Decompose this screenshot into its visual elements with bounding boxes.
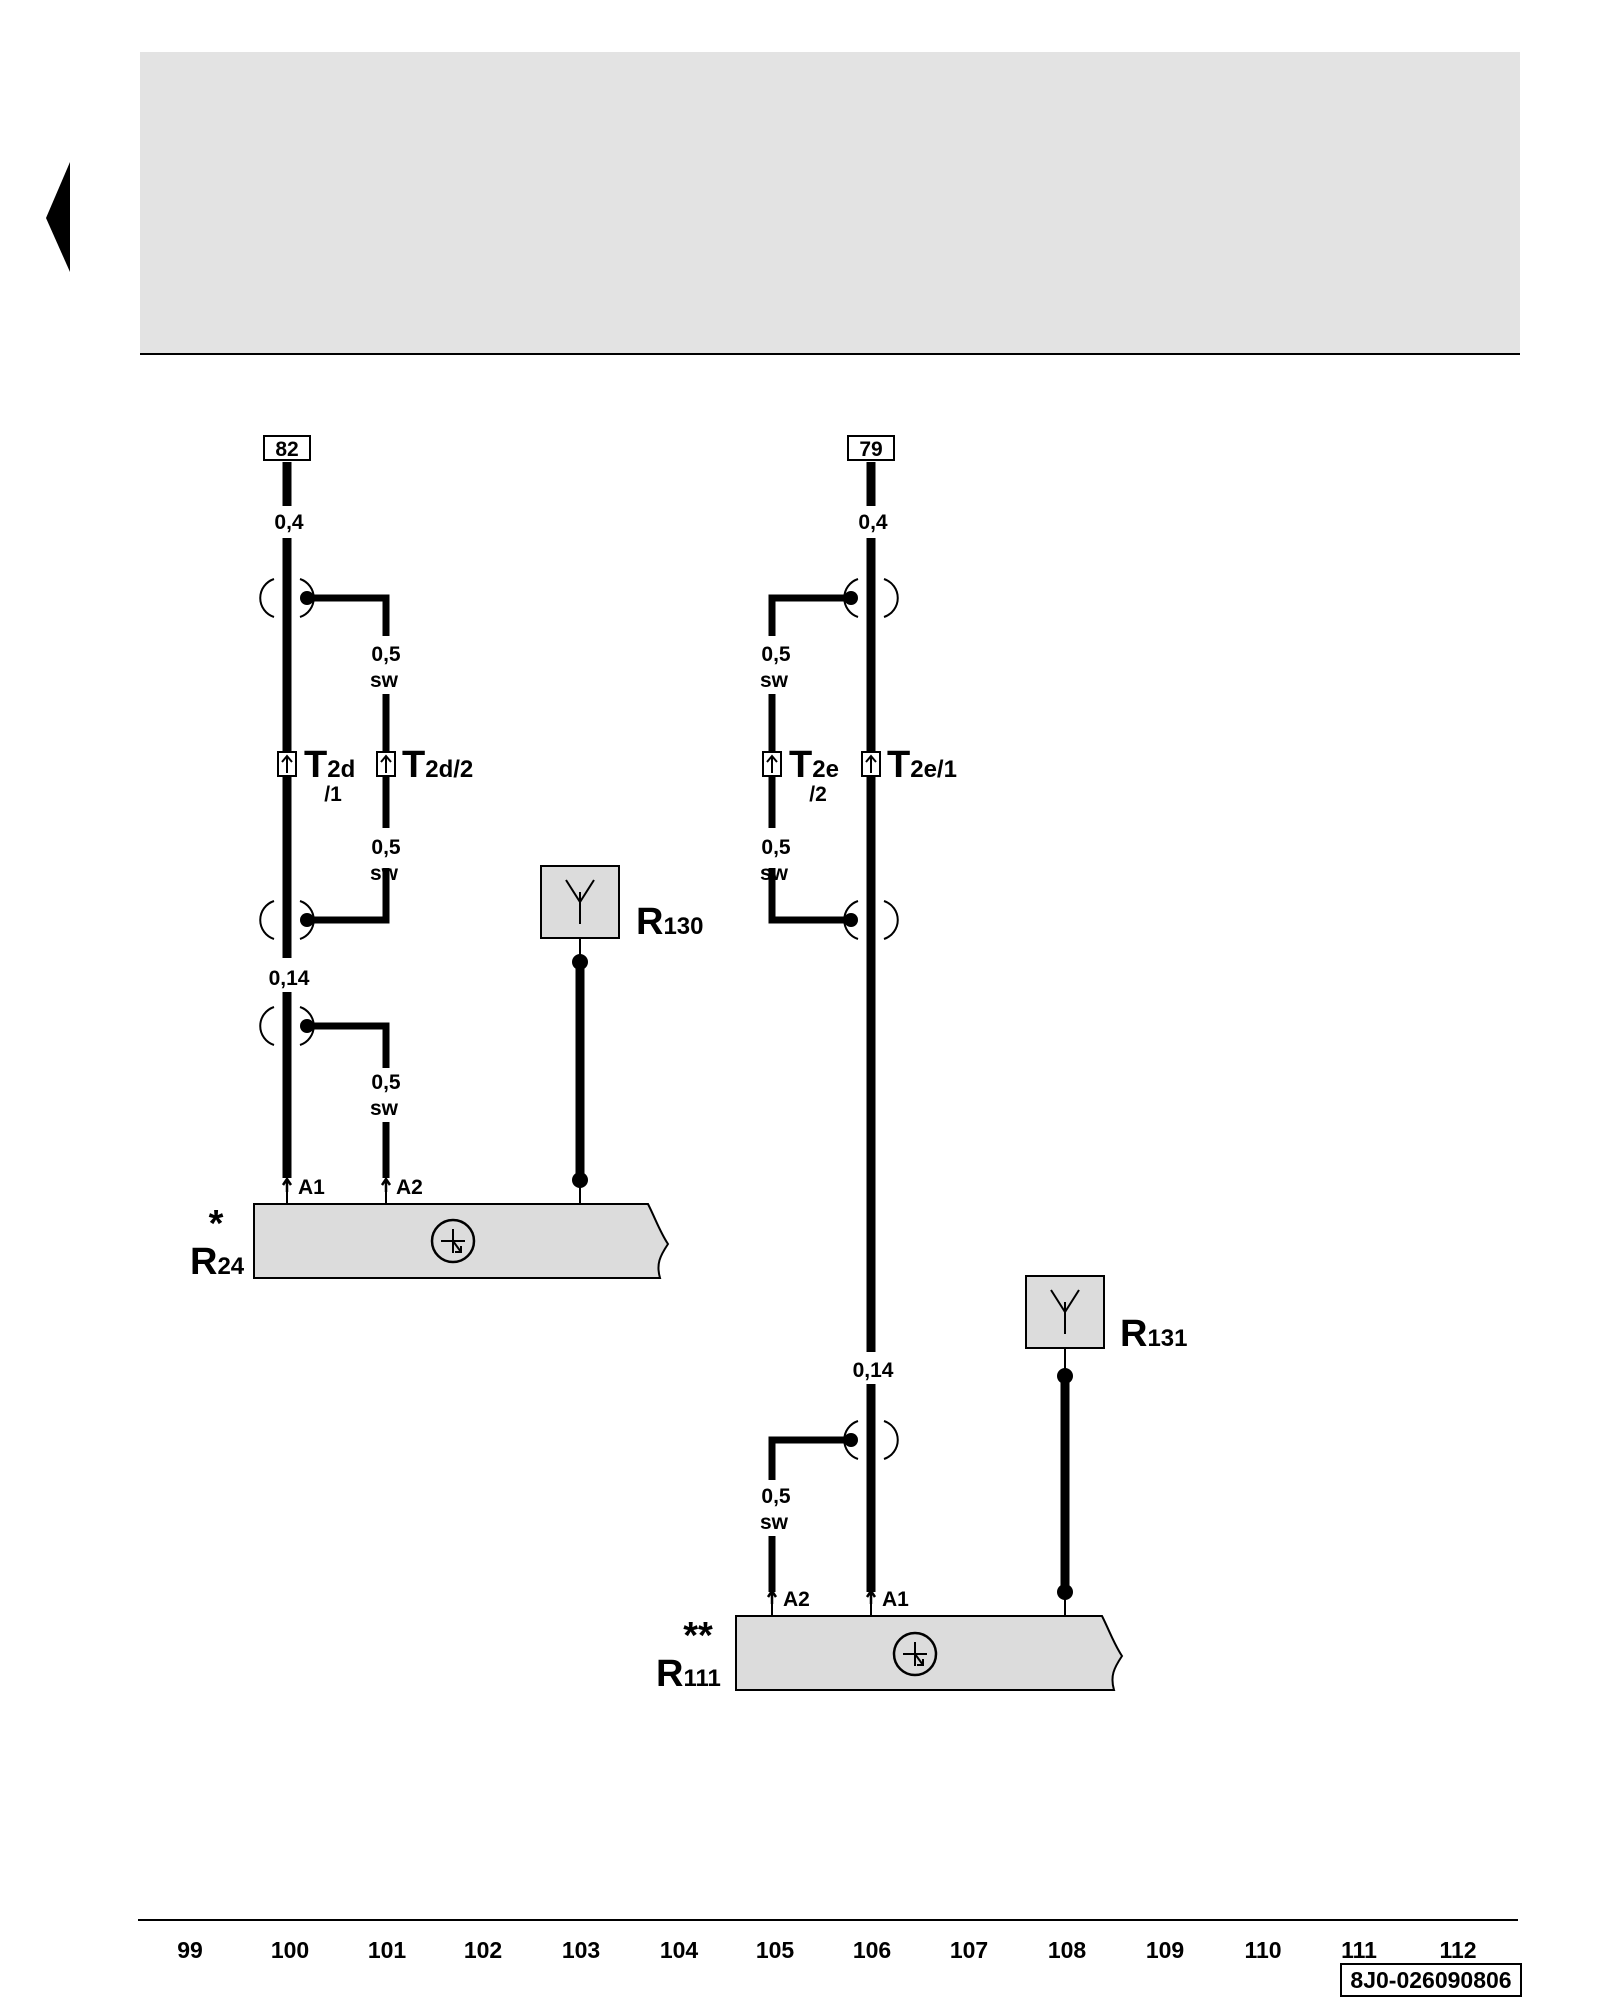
junction-dot xyxy=(300,913,314,927)
gauge-shield-right-3: 0,5 xyxy=(761,1485,791,1508)
connector-pin-icon[interactable] xyxy=(277,751,297,777)
connector-pin-icon[interactable] xyxy=(766,1589,778,1606)
component-r111-star: ** xyxy=(683,1615,713,1657)
component-r24-star: * xyxy=(209,1203,224,1245)
color-shield-right-3: sw xyxy=(760,1511,789,1534)
column-number: 103 xyxy=(562,1937,600,1963)
gauge-shield-left-1: 0,5 xyxy=(371,643,401,666)
module-symbol-icon xyxy=(892,1631,938,1677)
doc-number-box: 8J0-026090806 xyxy=(1340,1963,1522,1997)
shield-wire-right-3 xyxy=(768,1436,851,1480)
junction-dot xyxy=(300,1019,314,1033)
pin-a1-right: A1 xyxy=(882,1588,909,1611)
gauge-shield-left-2: 0,5 xyxy=(371,836,401,859)
color-shield-left-3: sw xyxy=(370,1097,399,1120)
shield-wire-left-1 xyxy=(307,594,390,636)
ref-box-left[interactable]: 82 xyxy=(263,435,311,461)
connector-t2e2-label: T2e xyxy=(789,744,839,786)
column-number: 101 xyxy=(368,1937,407,1963)
junction-dot xyxy=(844,591,858,605)
component-r111-label: R111 xyxy=(656,1653,721,1695)
connector-pin-icon[interactable] xyxy=(380,1177,392,1194)
pin-a2-right: A2 xyxy=(783,1588,810,1611)
junction-dot xyxy=(844,1433,858,1447)
module-symbol-icon xyxy=(430,1218,476,1264)
ref-number-right: 79 xyxy=(859,438,882,461)
column-number: 110 xyxy=(1244,1937,1281,1963)
module-r111[interactable] xyxy=(735,1615,1124,1691)
triangle-left-icon[interactable] xyxy=(46,162,70,272)
junction-dot xyxy=(844,913,858,927)
column-number: 104 xyxy=(660,1937,699,1963)
connector-t2e2-sub: /2 xyxy=(809,783,827,806)
connector-t2d2-label: T2d/2 xyxy=(402,744,473,786)
connector-pin-icon[interactable] xyxy=(376,751,396,777)
column-number: 107 xyxy=(950,1937,988,1963)
gauge-shield-right-1: 0,5 xyxy=(761,643,791,666)
shield-wire-right-2 xyxy=(768,868,851,924)
column-number: 105 xyxy=(756,1937,795,1963)
color-shield-left-2: sw xyxy=(370,862,399,885)
gauge-left-top: 0,4 xyxy=(274,511,304,534)
connector-pin-icon[interactable] xyxy=(762,751,782,777)
connector-t2e1-label: T2e/1 xyxy=(887,744,957,786)
color-shield-left-1: sw xyxy=(370,669,399,692)
antenna-icon[interactable] xyxy=(1025,1275,1105,1349)
column-numbers: 99 100 101 102 103 104 105 106 107 108 109 110 111 11… xyxy=(177,1937,1476,1963)
column-number: 106 xyxy=(853,1937,891,1963)
column-number: 102 xyxy=(464,1937,502,1963)
ref-number-left: 82 xyxy=(275,438,298,461)
header-panel xyxy=(140,52,1520,354)
column-number: 100 xyxy=(271,1937,309,1963)
connector-pin-icon[interactable] xyxy=(281,1177,293,1194)
column-number: 111 xyxy=(1341,1937,1377,1963)
shield-wire-left-2 xyxy=(307,868,390,924)
connector-t2d1-label: T2d xyxy=(304,744,355,786)
connector-t2d1-sub: /1 xyxy=(324,783,342,806)
ref-box-right[interactable]: 79 xyxy=(847,435,895,461)
gauge-right-lower: 0,14 xyxy=(853,1359,894,1382)
gauge-left-lower: 0,14 xyxy=(269,967,310,990)
column-number: 99 xyxy=(177,1937,203,1963)
doc-number: 8J0-026090806 xyxy=(1350,1967,1511,1993)
gauge-shield-right-2: 0,5 xyxy=(761,836,791,859)
connector-pin-icon[interactable] xyxy=(865,1589,877,1606)
component-r131-label: R131 xyxy=(1120,1313,1188,1355)
gauge-right-top: 0,4 xyxy=(858,511,888,534)
color-shield-right-1: sw xyxy=(760,669,789,692)
shield-wire-right-1 xyxy=(768,594,851,636)
column-number: 108 xyxy=(1048,1937,1087,1963)
pin-a2-left: A2 xyxy=(396,1176,423,1199)
junction-dot xyxy=(300,591,314,605)
gauge-shield-left-3: 0,5 xyxy=(371,1071,401,1094)
column-number: 109 xyxy=(1146,1937,1184,1963)
component-r130-label: R130 xyxy=(636,901,704,943)
pin-a1-left: A1 xyxy=(298,1176,325,1199)
color-shield-right-2: sw xyxy=(760,862,789,885)
shield-wire-left-3 xyxy=(307,1022,390,1068)
component-r24-label: R24 xyxy=(190,1241,245,1283)
antenna-icon[interactable] xyxy=(540,865,620,939)
column-number: 112 xyxy=(1439,1937,1476,1963)
connector-pin-icon[interactable] xyxy=(861,751,881,777)
